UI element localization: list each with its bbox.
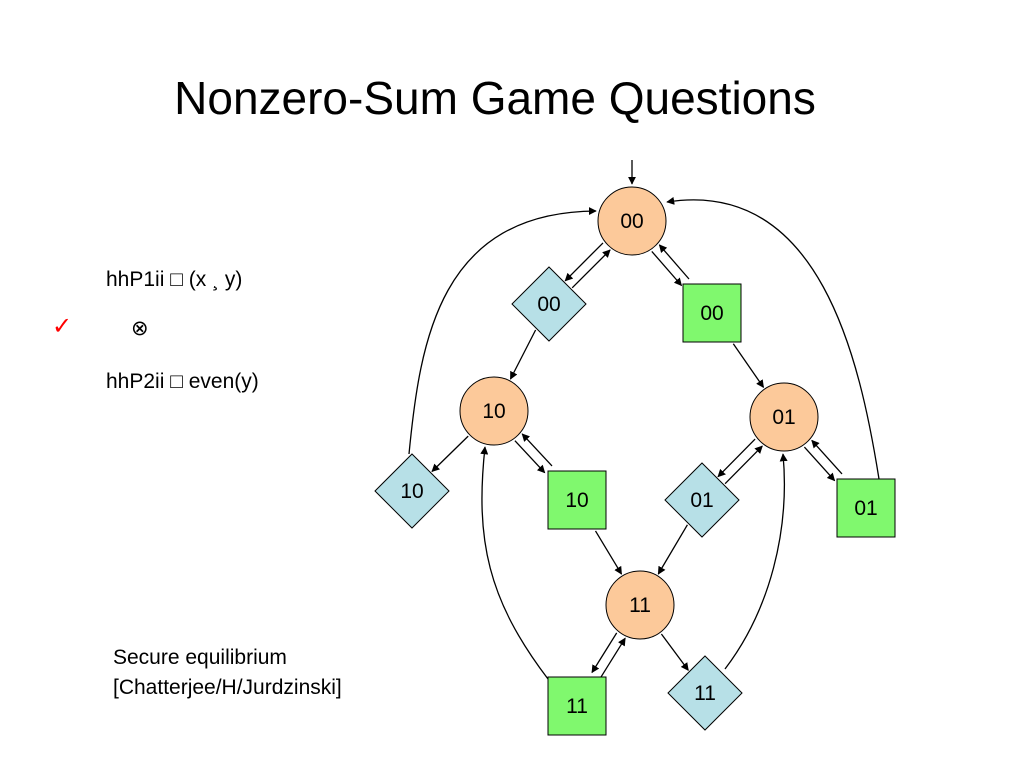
player1-node-shape [459, 376, 529, 446]
random-node-shape [664, 462, 740, 538]
player1-objective: hhP1ii □ (x ¸ y) [106, 268, 243, 291]
edge-c10-to-s10 [514, 440, 546, 474]
random-node-shape [511, 266, 587, 342]
player2-node-shape [547, 676, 607, 736]
node-label: 01 [772, 406, 795, 429]
reference-line-1: Secure equilibrium [113, 646, 287, 669]
node-label: 00 [700, 302, 723, 325]
node-label: 00 [537, 293, 560, 316]
edge-d01-to-c11 [657, 524, 688, 575]
node-d00: 00 [511, 266, 587, 342]
node-label: 00 [620, 210, 643, 233]
edge-s11-to-c10 [480, 446, 549, 680]
node-s11: 11 [547, 676, 607, 736]
node-s10: 10 [547, 470, 607, 530]
player1-node-shape [597, 186, 667, 256]
edge-c01-to-d01 [717, 438, 756, 478]
node-d01: 01 [664, 462, 740, 538]
player1-node-shape [605, 570, 675, 640]
node-d10: 10 [374, 453, 450, 529]
random-node-shape [374, 453, 450, 529]
edge-d11-to-c01 [724, 453, 788, 670]
node-s00: 00 [682, 283, 742, 343]
edge-c11-to-s11 [591, 632, 618, 674]
node-s01: 01 [836, 478, 896, 538]
reference: Secure equilibrium [Chatterjee/H/Jurdzin… [113, 643, 342, 703]
edge-d00-to-c00 [571, 249, 611, 289]
edge-c11-to-d11 [660, 633, 689, 671]
node-c00: 00 [597, 186, 667, 256]
edge-c01-to-s01 [803, 446, 836, 482]
node-label: 10 [400, 480, 423, 503]
reference-line-2: [Chatterjee/H/Jurdzinski] [113, 676, 342, 699]
product-operator: ⊗ [131, 316, 149, 340]
node-c01: 01 [749, 382, 819, 452]
node-c11: 11 [605, 570, 675, 640]
player1-node-shape [749, 382, 819, 452]
player2-objective: hhP2ii □ even(y) [106, 370, 259, 393]
edge-s01-to-c01 [811, 439, 843, 475]
player2-node-shape [836, 478, 896, 538]
node-label: 11 [566, 695, 588, 718]
random-node-shape [667, 655, 743, 731]
node-label: 01 [854, 497, 877, 520]
edge-s00-to-c01 [732, 343, 765, 389]
node-c10: 10 [459, 376, 529, 446]
node-layer: 00 00 00 10 01 10 10 01 01 11 11 11 [374, 186, 896, 736]
edge-s00-to-c00 [658, 244, 690, 280]
player2-node-shape [682, 283, 742, 343]
edge-d01-to-c01 [724, 445, 763, 485]
edge-s10-to-c11 [594, 530, 623, 575]
edge-s10-to-c10 [521, 433, 553, 467]
node-label: 01 [690, 489, 713, 512]
check-mark-icon: ✓ [52, 312, 73, 340]
slide-title: Nonzero-Sum Game Questions [174, 72, 816, 124]
edge-c00-to-s00 [651, 250, 683, 287]
edge-layer [408, 160, 880, 680]
node-label: 10 [565, 489, 588, 512]
player2-node-shape [547, 470, 607, 530]
edge-s01-to-c00 [666, 196, 880, 480]
node-label: 11 [629, 594, 651, 617]
edge-s11-to-c11 [599, 637, 626, 679]
node-label: 11 [694, 682, 716, 705]
node-label: 10 [482, 400, 505, 423]
edge-d00-to-c10 [509, 329, 537, 380]
edge-c10-to-d10 [431, 435, 469, 473]
edge-d10-to-c00 [408, 207, 597, 455]
edge-c00-to-d00 [564, 242, 604, 282]
node-d11: 11 [667, 655, 743, 731]
